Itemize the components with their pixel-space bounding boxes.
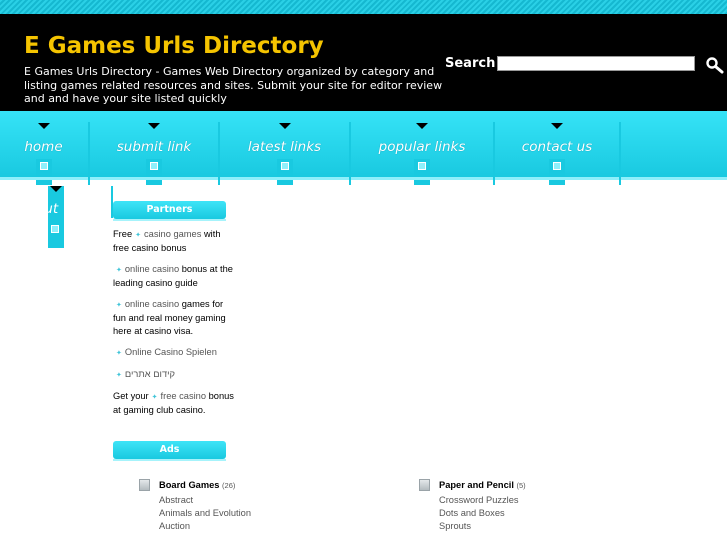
nav-tab-marker [276, 159, 293, 185]
search-icon[interactable] [705, 56, 725, 74]
site-title[interactable]: E Games Urls Directory [24, 33, 324, 59]
subcategory-link[interactable]: Abstract [159, 495, 194, 505]
nav-overflow-label: out [36, 201, 59, 217]
partner-link[interactable]: free casino [160, 391, 207, 401]
partner-entry: ✦Online Casino Spielen [113, 346, 238, 360]
site-description: E Games Urls Directory - Games Web Direc… [24, 65, 443, 105]
nav-tab-marker [51, 225, 59, 233]
nav-separator [218, 122, 220, 185]
partners-heading: Partners [113, 201, 226, 221]
partner-entry: Get your✦free casino bonus at gaming clu… [113, 390, 238, 417]
partner-text: Free [113, 229, 133, 239]
partner-text: bonus at gaming club casino. [113, 391, 234, 415]
bullet-icon: ✦ [116, 302, 122, 309]
partner-text: games for fun and real money gaming here… [113, 299, 226, 336]
partner-text: bonus at the leading casino guide [113, 264, 233, 288]
nav-tab-marker [549, 159, 565, 185]
caret-down-icon [148, 123, 160, 129]
nav-separator [493, 122, 495, 185]
subcategory-link[interactable]: Dots and Boxes [439, 508, 505, 518]
category-block: Paper and Pencil (5) Crossword Puzzles D… [419, 477, 619, 545]
partner-link[interactable]: online casino [124, 299, 180, 309]
partner-entry: Free✦casino games with free casino bonus [113, 228, 238, 255]
caret-down-icon [37, 123, 50, 129]
nav-latest-links[interactable]: latest links [221, 111, 348, 185]
nav-home-label: home [24, 139, 63, 155]
caret-down-icon [551, 123, 563, 129]
bullet-icon: ✦ [135, 232, 141, 239]
ads-heading: Ads [113, 441, 226, 461]
partner-entry: ✦קידום אתרים [113, 368, 238, 382]
nav-tab-marker [414, 159, 430, 185]
search-label: Search [445, 56, 496, 71]
subcategory-link[interactable]: Crossword Puzzles [439, 495, 519, 505]
partner-link[interactable]: Online Casino Spielen [124, 347, 217, 357]
caret-down-icon [50, 186, 62, 192]
subcategory-link[interactable]: Auction [159, 521, 191, 531]
category-title[interactable]: Board Games (26) [159, 480, 236, 490]
sidebar-divider [111, 186, 113, 218]
partner-entry: ✦online casino games for fun and real mo… [113, 298, 238, 338]
nav-latest-links-label: latest links [247, 139, 322, 155]
partner-text: Get your [113, 391, 149, 401]
nav-tab-marker [146, 159, 162, 185]
category-block: Board Games (26) Abstract Animals and Ev… [139, 477, 339, 545]
subcategory-link[interactable]: Animals and Evolution [159, 508, 251, 518]
partner-link[interactable]: casino games [144, 229, 202, 239]
book-icon [139, 479, 150, 491]
nav-home[interactable]: home [0, 111, 87, 185]
book-icon [419, 479, 430, 491]
caret-down-icon [278, 123, 291, 129]
nav-tab-marker [35, 159, 52, 185]
nav-separator [619, 122, 621, 185]
top-stripe [0, 0, 727, 14]
main-nav: home submit link latest links popular li… [0, 111, 727, 185]
partners-list: Free✦casino games with free casino bonus… [113, 228, 238, 425]
nav-overflow-item[interactable]: out [36, 186, 64, 248]
partner-link[interactable]: קידום אתרים [124, 369, 175, 379]
bullet-icon: ✦ [151, 394, 158, 401]
partner-entry: ✦online casino bonus at the leading casi… [113, 263, 238, 290]
bullet-icon: ✦ [116, 267, 122, 274]
nav-popular-links[interactable]: popular links [352, 111, 492, 185]
nav-popular-links-label: popular links [378, 139, 466, 155]
nav-separator [88, 122, 90, 185]
bullet-icon: ✦ [116, 372, 122, 379]
nav-contact-us-label: contact us [521, 139, 593, 155]
subcategory-link[interactable]: Sprouts [439, 521, 472, 531]
partner-text: with free casino bonus [113, 229, 221, 253]
caret-down-icon [416, 123, 428, 129]
nav-contact-us[interactable]: contact us [496, 111, 618, 185]
search-input[interactable] [497, 56, 695, 71]
partner-link[interactable]: online casino [124, 264, 180, 274]
nav-submit-link[interactable]: submit link [91, 111, 217, 185]
nav-submit-link-label: submit link [116, 139, 192, 155]
nav-separator [349, 122, 351, 185]
bullet-icon: ✦ [116, 350, 122, 357]
site-header: E Games Urls Directory E Games Urls Dire… [0, 14, 727, 111]
category-title[interactable]: Paper and Pencil (5) [439, 480, 526, 490]
